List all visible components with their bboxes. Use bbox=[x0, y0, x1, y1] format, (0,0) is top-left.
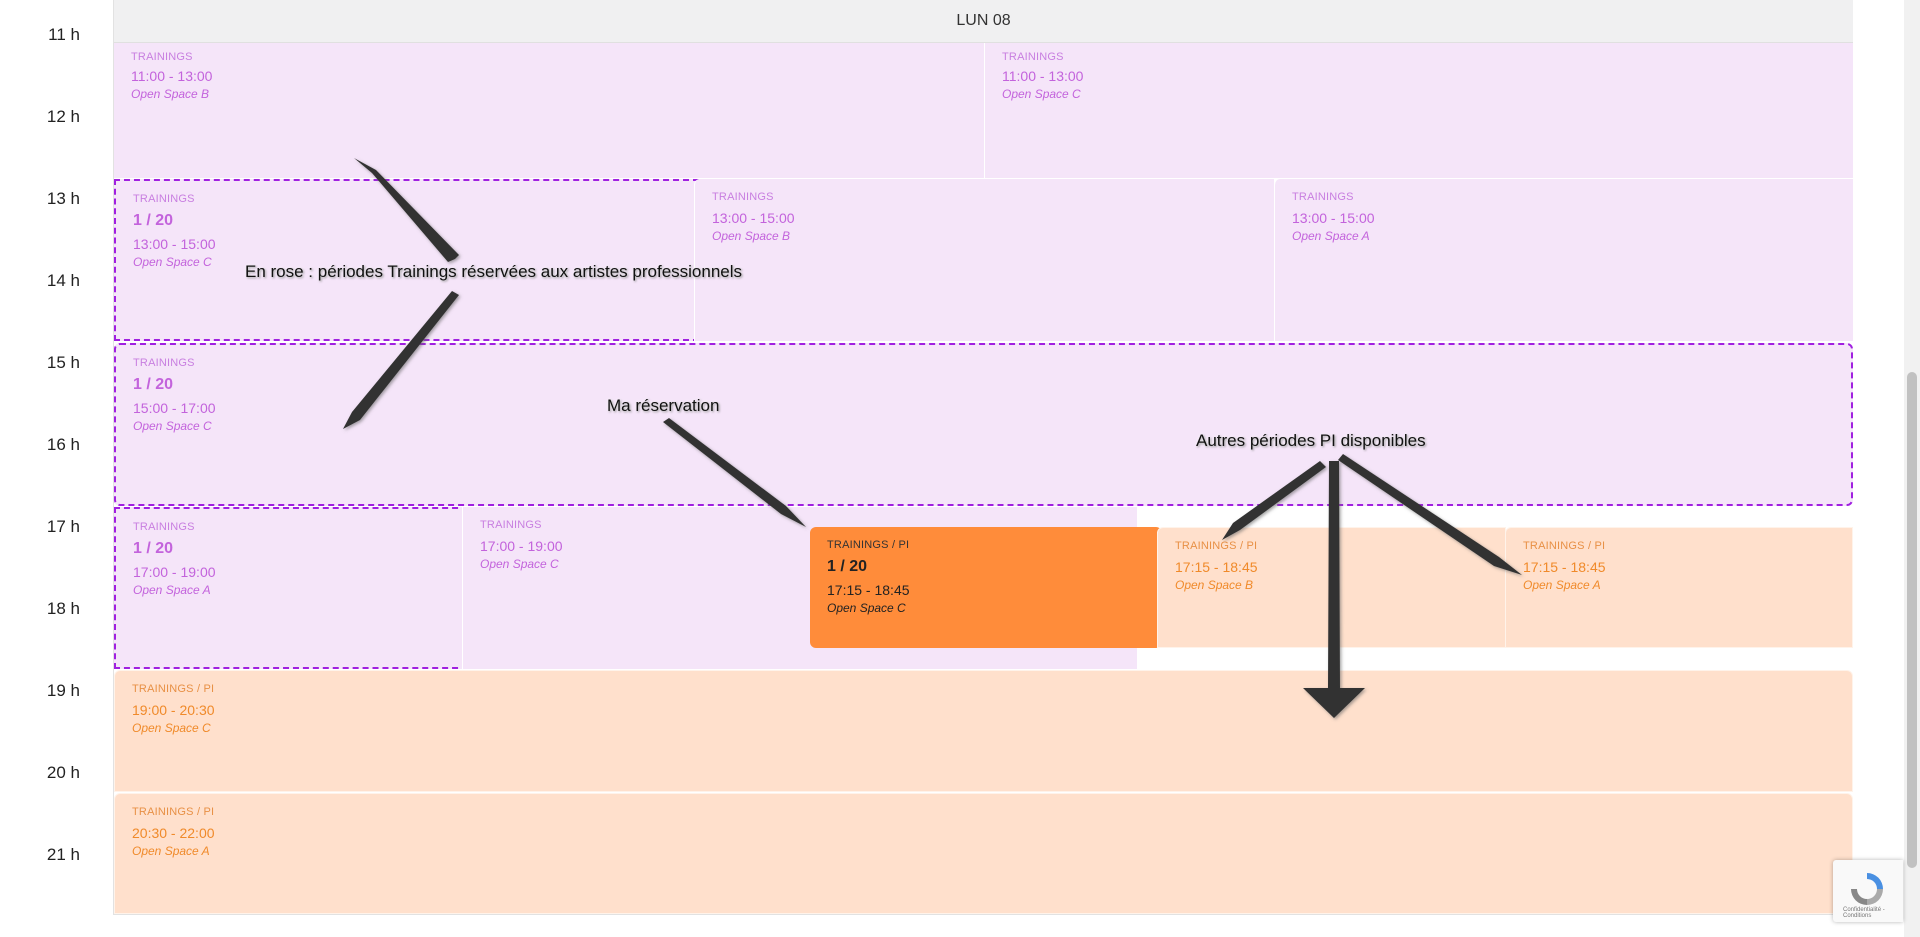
event-time: 11:00 - 13:00 bbox=[131, 68, 213, 84]
event-time: 19:00 - 20:30 bbox=[132, 702, 215, 718]
event-space: Open Space B bbox=[712, 229, 791, 243]
event-time: 15:00 - 17:00 bbox=[133, 400, 216, 416]
event-time: 11:00 - 13:00 bbox=[1002, 68, 1084, 84]
event-count: 1 / 20 bbox=[133, 212, 174, 229]
event-type: TRAININGS bbox=[133, 193, 195, 205]
event-space: Open Space C bbox=[827, 601, 906, 615]
hour-label-12: 12 h bbox=[46, 107, 80, 126]
event-space: Open Space C bbox=[132, 721, 211, 735]
event-time: 13:00 - 15:00 bbox=[133, 236, 216, 252]
event-space: Open Space A bbox=[132, 844, 210, 858]
event-space: Open Space B bbox=[1175, 578, 1254, 592]
event-time: 20:30 - 22:00 bbox=[132, 825, 215, 841]
event-training-11-c[interactable]: TRAININGS 11:00 - 13:00 Open Space C bbox=[984, 28, 1853, 178]
event-time: 17:15 - 18:45 bbox=[1175, 559, 1258, 575]
hour-label-17: 17 h bbox=[46, 517, 80, 536]
event-type: TRAININGS bbox=[1292, 191, 1354, 203]
recaptcha-badge[interactable]: Confidentialité - Conditions bbox=[1833, 860, 1903, 922]
event-pi-19-c[interactable]: TRAININGS / PI 19:00 - 20:30 Open Space … bbox=[114, 670, 1853, 792]
event-space: Open Space A bbox=[1292, 229, 1370, 243]
event-space: Open Space A bbox=[133, 583, 211, 597]
event-time: 17:15 - 18:45 bbox=[827, 582, 910, 598]
event-count: 1 / 20 bbox=[827, 558, 868, 575]
calendar-left-border bbox=[113, 0, 114, 915]
hour-label-16: 16 h bbox=[46, 435, 80, 454]
event-time: 17:00 - 19:00 bbox=[480, 538, 563, 554]
event-space: Open Space C bbox=[133, 419, 212, 433]
event-type: TRAININGS bbox=[712, 191, 774, 203]
event-time: 13:00 - 15:00 bbox=[1292, 210, 1375, 226]
event-space: Open Space C bbox=[1002, 87, 1081, 101]
event-time: 17:15 - 18:45 bbox=[1523, 559, 1606, 575]
event-type: TRAININGS bbox=[131, 51, 193, 63]
event-training-13-b[interactable]: TRAININGS 13:00 - 15:00 Open Space B bbox=[694, 179, 1274, 341]
event-space: Open Space A bbox=[1523, 578, 1601, 592]
event-training-13-c[interactable]: TRAININGS 1 / 20 13:00 - 15:00 Open Spac… bbox=[114, 179, 699, 341]
annotation-other-pi: Autres périodes PI disponibles bbox=[1196, 431, 1426, 450]
day-header: LUN 08 bbox=[114, 0, 1853, 43]
hour-label-19: 19 h bbox=[46, 681, 80, 700]
event-training-15-c[interactable]: TRAININGS 1 / 20 15:00 - 17:00 Open Spac… bbox=[114, 343, 1853, 506]
event-type: TRAININGS / PI bbox=[1175, 540, 1258, 552]
event-training-17-a[interactable]: TRAININGS 1 / 20 17:00 - 19:00 Open Spac… bbox=[114, 507, 468, 669]
event-type: TRAININGS / PI bbox=[132, 683, 215, 695]
event-space: Open Space C bbox=[133, 255, 212, 269]
hour-label-15: 15 h bbox=[46, 353, 80, 372]
event-count: 1 / 20 bbox=[133, 376, 174, 393]
recaptcha-text[interactable]: Confidentialité - Conditions bbox=[1843, 907, 1885, 919]
event-time: 13:00 - 15:00 bbox=[712, 210, 795, 226]
event-training-13-a[interactable]: TRAININGS 13:00 - 15:00 Open Space A bbox=[1274, 179, 1853, 341]
event-type: TRAININGS / PI bbox=[827, 539, 910, 551]
day-label: LUN 08 bbox=[956, 12, 1011, 29]
hour-label-11: 11 h bbox=[48, 25, 80, 44]
hour-label-14: 14 h bbox=[46, 271, 80, 290]
event-pi-17-b[interactable]: TRAININGS / PI 17:15 - 18:45 Open Space … bbox=[1157, 527, 1506, 648]
event-space: Open Space C bbox=[480, 557, 559, 571]
hour-label-20: 20 h bbox=[46, 763, 80, 782]
hour-label-13: 13 h bbox=[46, 189, 80, 208]
recaptcha-icon bbox=[1851, 873, 1883, 905]
annotation-my-reservation: Ma réservation bbox=[607, 396, 720, 415]
event-type: TRAININGS bbox=[480, 519, 542, 531]
calendar-bottom-border bbox=[113, 914, 1853, 915]
event-type: TRAININGS bbox=[133, 357, 195, 369]
event-type: TRAININGS / PI bbox=[1523, 540, 1606, 552]
hour-label-18: 18 h bbox=[46, 599, 80, 618]
event-pi-17-a[interactable]: TRAININGS / PI 17:15 - 18:45 Open Space … bbox=[1505, 527, 1853, 648]
event-type: TRAININGS bbox=[133, 521, 195, 533]
hour-label-21: 21 h bbox=[46, 845, 80, 864]
annotation-pink-periods: En rose : périodes Trainings réservées a… bbox=[245, 262, 743, 281]
event-space: Open Space B bbox=[131, 87, 210, 101]
event-type: TRAININGS / PI bbox=[132, 806, 215, 818]
event-time: 17:00 - 19:00 bbox=[133, 564, 216, 580]
event-my-reservation[interactable]: TRAININGS / PI 1 / 20 17:15 - 18:45 Open… bbox=[810, 527, 1162, 648]
event-pi-2030-a[interactable]: TRAININGS / PI 20:30 - 22:00 Open Space … bbox=[114, 793, 1853, 914]
event-count: 1 / 20 bbox=[133, 540, 174, 557]
event-type: TRAININGS bbox=[1002, 51, 1064, 63]
scrollbar-thumb[interactable] bbox=[1907, 372, 1917, 868]
event-training-11-b[interactable]: TRAININGS 11:00 - 13:00 Open Space B bbox=[114, 28, 984, 178]
